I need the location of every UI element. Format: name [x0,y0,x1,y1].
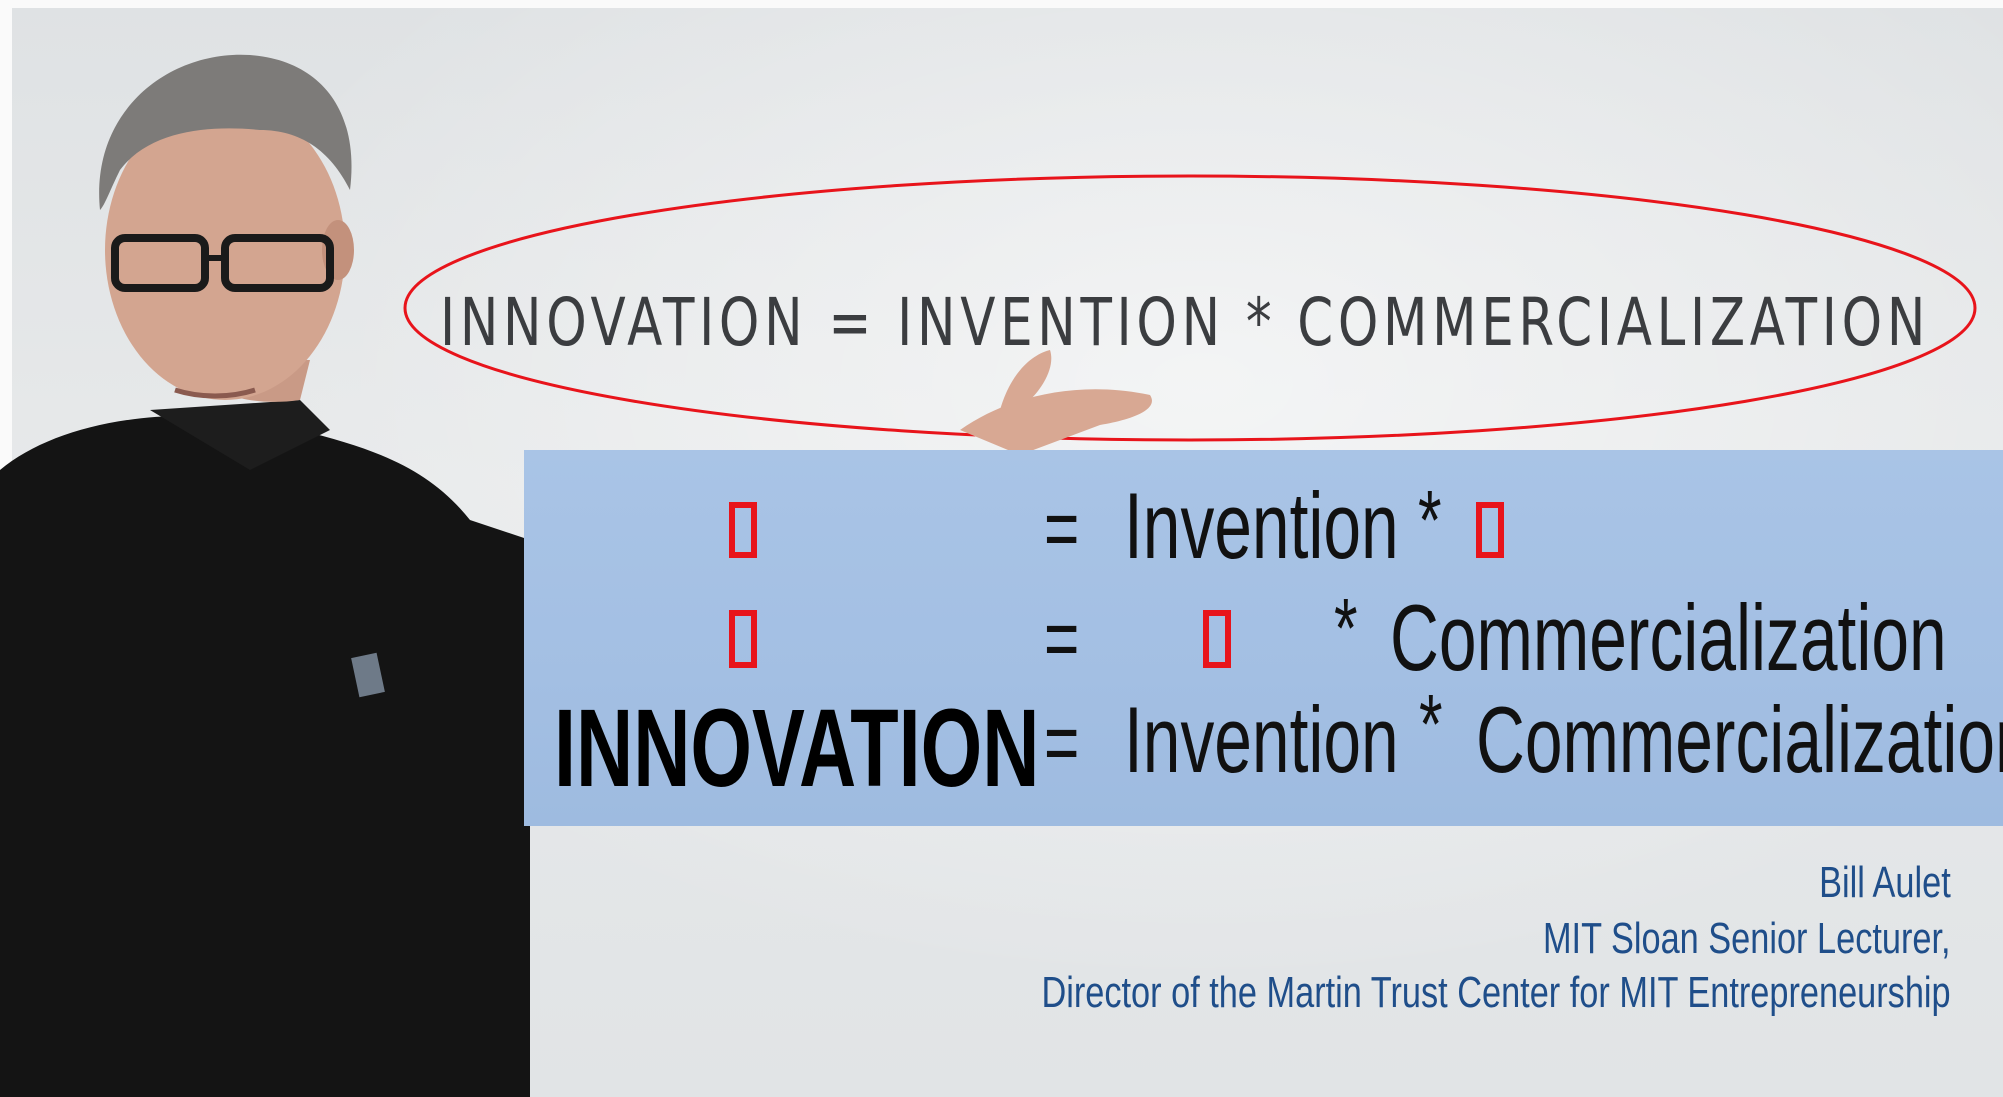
commercialization-label: Commercialization [1476,687,2003,792]
presenter-name: Bill Aulet [1819,858,1951,907]
presenter-title-line2: Director of the Martin Trust Center for … [1041,968,1951,1017]
placeholder-box-innovation-2 [729,610,757,668]
commercialization-label: Commercialization [1390,585,1947,690]
equation-panel: = Invention * = * Commercialization INNO… [524,450,2003,826]
highlight-ellipse [403,174,1977,442]
equals-sign: = [1044,591,1080,685]
equals-sign: = [1044,695,1080,789]
presenter-figure [0,54,1152,1097]
frame-border-top [0,0,2003,8]
presenter-title-line1: MIT Sloan Senior Lecturer, [1543,914,1951,963]
innovation-label: INNOVATION [554,687,1040,810]
multiply-sign: * [1334,581,1358,675]
handwritten-equation: INNOVATION = INVENTION * COMMERCIALIZATI… [440,284,1930,361]
multiply-sign: * [1418,473,1442,567]
placeholder-box-commercialization [1476,502,1504,558]
placeholder-box-invention [1203,610,1231,668]
equals-sign: = [1044,481,1080,575]
placeholder-box-innovation-1 [729,502,757,558]
multiply-sign: * [1419,677,1443,771]
invention-label: Invention [1124,473,1399,578]
invention-label: Invention [1124,687,1399,792]
